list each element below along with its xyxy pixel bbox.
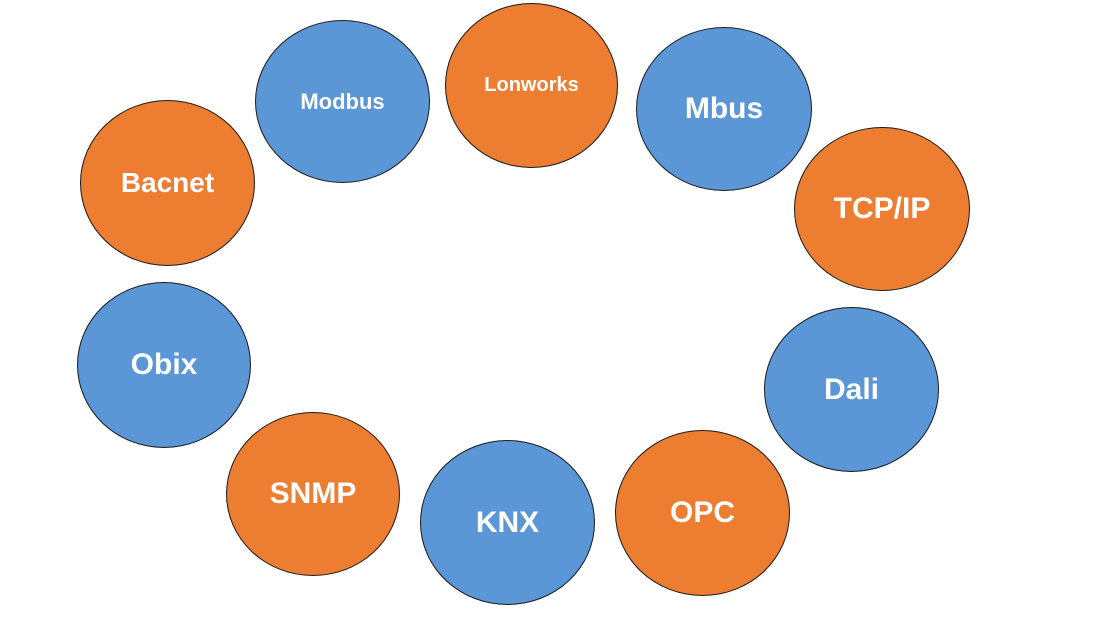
node-dali: Dali xyxy=(764,307,939,472)
node-mbus: Mbus xyxy=(636,27,812,191)
node-modbus: Modbus xyxy=(255,20,430,183)
node-opc: OPC xyxy=(615,430,790,596)
node-tcpip: TCP/IP xyxy=(794,127,970,291)
node-mbus-label: Mbus xyxy=(684,92,764,125)
node-bacnet: Bacnet xyxy=(80,100,255,266)
node-tcpip-label: TCP/IP xyxy=(833,192,931,225)
node-modbus-label: Modbus xyxy=(300,88,385,114)
node-obix: Obix xyxy=(77,282,251,448)
node-dali-label: Dali xyxy=(823,372,880,406)
node-knx: KNX xyxy=(420,440,595,605)
node-lonworks-label: Lonworks xyxy=(484,74,579,96)
node-knx-label: KNX xyxy=(475,505,540,539)
node-lonworks: Lonworks xyxy=(445,3,618,168)
node-snmp-label: SNMP xyxy=(269,477,357,510)
node-opc-label: OPC xyxy=(669,496,735,529)
node-obix-label: Obix xyxy=(130,348,198,381)
node-snmp: SNMP xyxy=(226,412,400,576)
node-bacnet-label: Bacnet xyxy=(120,167,215,198)
